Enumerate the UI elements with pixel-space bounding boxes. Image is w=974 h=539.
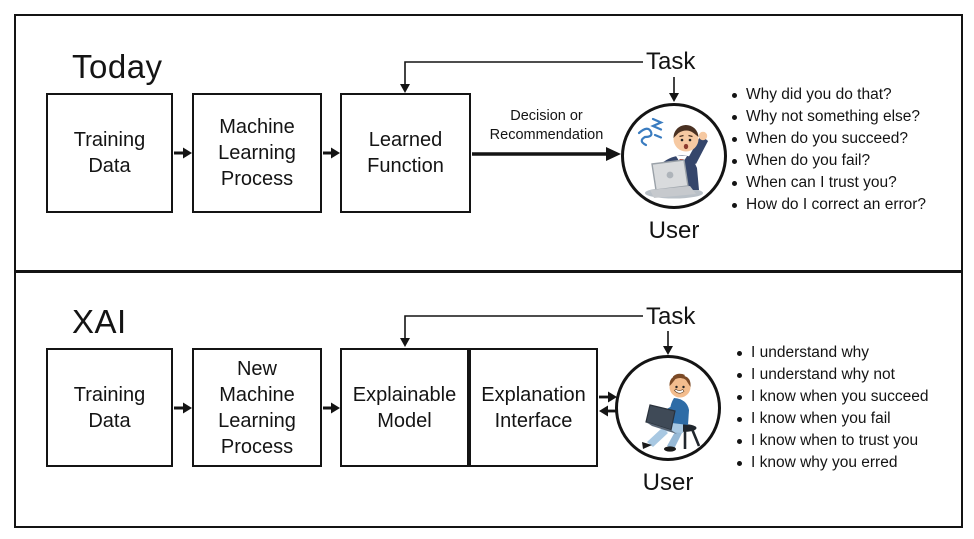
bullet-icon bbox=[732, 158, 737, 164]
question-text: Why did you do that? bbox=[746, 86, 892, 103]
today-questions-list: Why did you do that? Why not something e… bbox=[732, 84, 926, 216]
xai-title: XAI bbox=[72, 303, 127, 340]
statement-text: I know when you fail bbox=[751, 410, 891, 427]
list-item: When do you fail? bbox=[732, 150, 926, 172]
box-training-data-today: Training Data bbox=[46, 93, 173, 213]
bullet-icon bbox=[737, 372, 742, 378]
list-item: I understand why bbox=[737, 342, 929, 364]
arrow-trainingdata-to-mlprocess bbox=[174, 147, 192, 159]
confusion-squiggles bbox=[637, 117, 664, 147]
bullet-icon bbox=[737, 460, 742, 466]
user-circle-today bbox=[621, 103, 727, 209]
question-text: When do you succeed? bbox=[746, 130, 908, 147]
question-text: Why not something else? bbox=[746, 108, 921, 125]
xai-statements-list: I understand why I understand why not I … bbox=[737, 342, 929, 474]
arrow-mlprocess-to-learnedfunction bbox=[323, 147, 340, 159]
bullet-icon bbox=[732, 202, 737, 208]
arrow-decision-to-user bbox=[472, 147, 621, 161]
arrow-newml-to-explainablemodel bbox=[323, 402, 340, 414]
user-label-xai: User bbox=[642, 469, 694, 496]
bullet-icon bbox=[737, 416, 742, 422]
box-new-machine-learning-process: New Machine Learning Process bbox=[192, 348, 322, 467]
list-item: I know when to trust you bbox=[737, 430, 929, 452]
box-training-data-xai: Training Data bbox=[46, 348, 173, 467]
task-arrow-to-user-xai bbox=[663, 331, 673, 355]
user-label-today: User bbox=[648, 217, 700, 244]
box-explanation-interface: Explanation Interface bbox=[469, 348, 598, 467]
question-text: When can I trust you? bbox=[746, 174, 897, 191]
task-arrow-to-user-today bbox=[669, 77, 679, 102]
list-item: Why did you do that? bbox=[732, 84, 926, 106]
bullet-icon bbox=[732, 92, 737, 98]
confused-user-at-laptop-icon bbox=[637, 117, 708, 199]
statement-text: I understand why bbox=[751, 344, 870, 361]
task-line-to-learnedfunction bbox=[400, 61, 643, 93]
question-text: When do you fail? bbox=[746, 152, 871, 169]
list-item: I know when you fail bbox=[737, 408, 929, 430]
list-item: I know why you erred bbox=[737, 452, 929, 474]
box-explainable-model: Explainable Model bbox=[340, 348, 469, 467]
box-machine-learning-process: Machine Learning Process bbox=[192, 93, 322, 213]
today-title: Today bbox=[72, 48, 163, 85]
list-item: I understand why not bbox=[737, 364, 929, 386]
decision-recommendation-label: Decision or Recommendation bbox=[489, 108, 604, 144]
statement-text: I know when to trust you bbox=[751, 432, 919, 449]
bullet-icon bbox=[737, 438, 742, 444]
bullet-icon bbox=[732, 180, 737, 186]
arrow-trainingdata-to-newml bbox=[174, 402, 192, 414]
list-item: When can I trust you? bbox=[732, 172, 926, 194]
statement-text: I understand why not bbox=[751, 366, 895, 383]
task-label-xai: Task bbox=[646, 303, 696, 330]
bullet-icon bbox=[732, 136, 737, 142]
question-text: How do I correct an error? bbox=[746, 196, 927, 213]
task-label-today: Task bbox=[646, 48, 696, 75]
statement-text: I know why you erred bbox=[751, 454, 898, 471]
happy-user-at-laptop-icon bbox=[642, 373, 701, 452]
bullet-icon bbox=[737, 394, 742, 400]
bullet-icon bbox=[737, 350, 742, 356]
statement-text: I know when you succeed bbox=[751, 388, 929, 405]
user-circle-xai bbox=[615, 355, 721, 461]
arrow-interface-to-user bbox=[599, 391, 617, 403]
box-learned-function: Learned Function bbox=[340, 93, 471, 213]
list-item: How do I correct an error? bbox=[732, 194, 926, 216]
task-line-to-explainablemodel bbox=[400, 315, 643, 347]
bullet-icon bbox=[732, 114, 737, 120]
list-item: Why not something else? bbox=[732, 106, 926, 128]
list-item: When do you succeed? bbox=[732, 128, 926, 150]
list-item: I know when you succeed bbox=[737, 386, 929, 408]
